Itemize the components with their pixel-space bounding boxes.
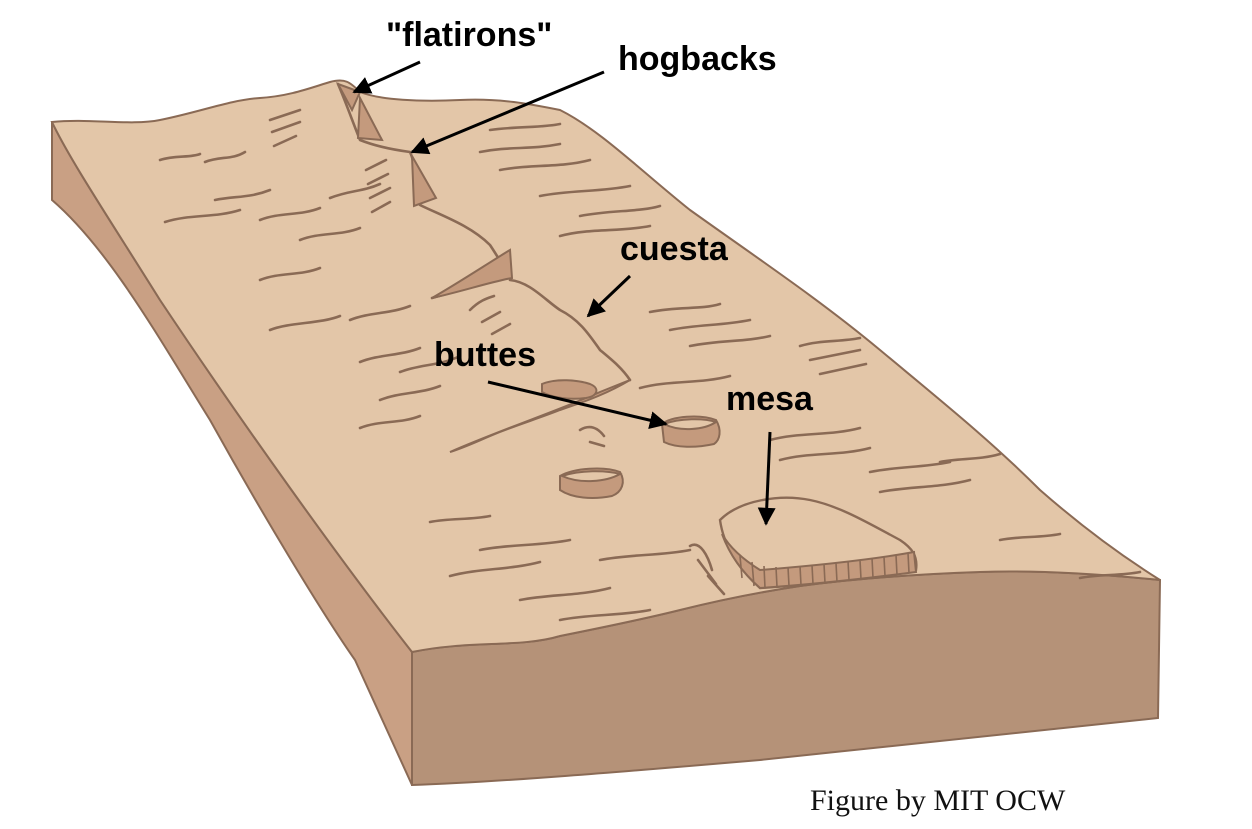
flatiron-face-2 bbox=[356, 94, 384, 142]
terrain-strokes bbox=[158, 108, 1142, 622]
label-mesa: mesa bbox=[726, 380, 814, 418]
cuesta-dip-slope bbox=[449, 379, 631, 453]
hogbacks-arrow bbox=[410, 70, 605, 155]
ridge-dip-slope bbox=[431, 248, 514, 299]
flatirons-arrow bbox=[352, 60, 421, 94]
cuesta-arrow bbox=[586, 274, 632, 318]
label-cuesta: cuesta bbox=[620, 230, 729, 268]
cuesta-ridge bbox=[508, 278, 632, 382]
label-buttes: buttes bbox=[434, 336, 536, 374]
label-flatirons: "flatirons" bbox=[386, 16, 552, 54]
figure-credit: Figure by MIT OCW bbox=[810, 784, 1066, 817]
butte-large bbox=[660, 415, 721, 448]
label-hogbacks: hogbacks bbox=[618, 40, 777, 78]
butte-small bbox=[559, 467, 624, 499]
hogback-face bbox=[411, 155, 438, 208]
block-top-surface bbox=[50, 79, 1161, 654]
buttes-arrow bbox=[487, 380, 668, 430]
mesa-arrow bbox=[757, 431, 776, 526]
